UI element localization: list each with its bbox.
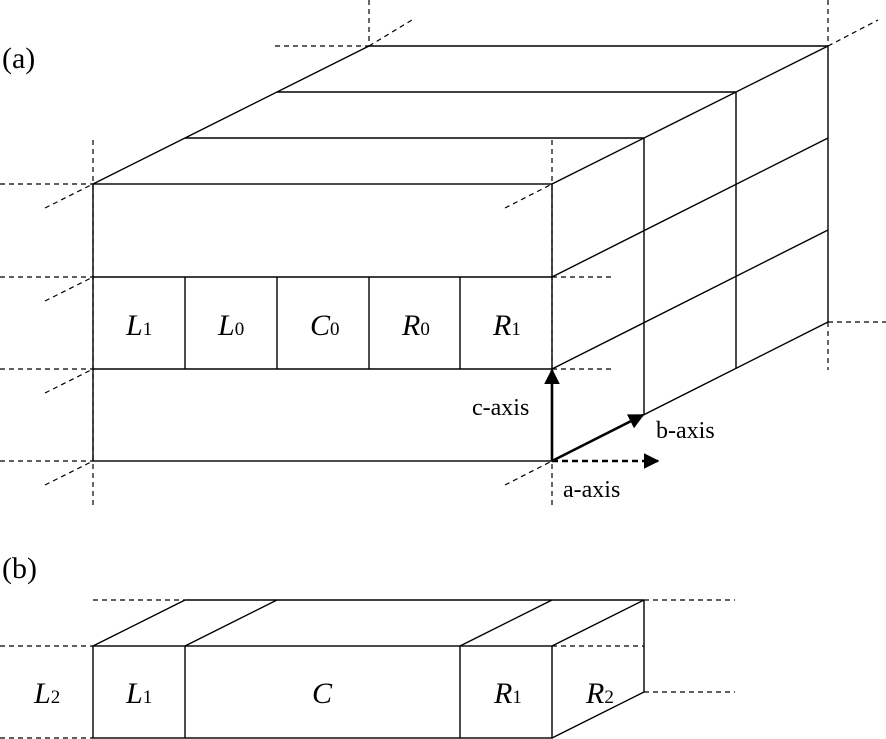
cell-label-r0: R0 [401, 309, 430, 342]
panel-b-dashed-guides [0, 599, 735, 739]
cell-label-l2: L2 [33, 677, 60, 710]
c-axis-label: c-axis [472, 395, 529, 421]
cell-label-c: C [312, 677, 333, 710]
panel-a: (a) [0, 0, 886, 508]
cell-label-l0: L0 [217, 309, 244, 342]
panel-a-label: (a) [2, 42, 35, 75]
b-axis-arrow [551, 413, 645, 463]
panel-b-label: (b) [2, 552, 37, 585]
cell-label-r1: R1 [492, 309, 521, 342]
panel-a-dashed-guides [0, 0, 886, 508]
panel-b-slab [92, 599, 645, 739]
a-axis-label: a-axis [563, 477, 620, 503]
panel-b-cell-labels: L2 L1 C R1 R2 [33, 677, 614, 710]
cell-label-r1: R1 [493, 677, 522, 710]
cell-label-l1: L1 [125, 309, 152, 342]
panel-a-prism [92, 45, 829, 462]
cell-label-r2: R2 [585, 677, 614, 710]
panel-a-axes: c-axis b-axis a-axis [472, 368, 715, 503]
panel-b: (b) L2 L1 C R1 R2 [0, 552, 735, 739]
b-axis-label: b-axis [656, 418, 715, 444]
panel-a-cell-labels: L1 L0 C0 R0 R1 [125, 309, 521, 342]
cell-label-c0: C0 [310, 309, 340, 342]
cell-label-l1: L1 [125, 677, 152, 710]
